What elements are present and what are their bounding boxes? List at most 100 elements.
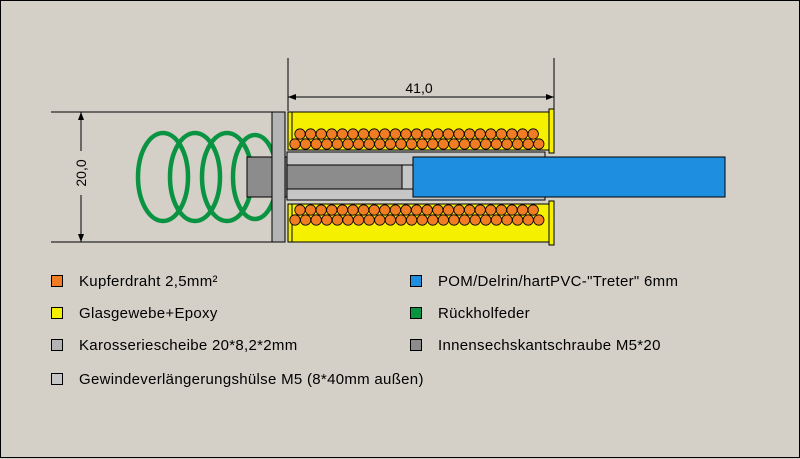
- copper-wire-turn: [321, 214, 333, 226]
- copper-wire-turn: [511, 138, 524, 150]
- copper-wire-turn: [315, 204, 327, 216]
- copper-wire-turn: [304, 128, 317, 140]
- copper-wire-turn: [357, 128, 370, 140]
- copper-wire-turn: [395, 214, 407, 226]
- copper-wire-turn: [432, 128, 444, 140]
- copper-wire-turn: [458, 214, 471, 226]
- copper-wire-turn: [379, 204, 391, 216]
- copper-wire-turn: [448, 138, 460, 150]
- copper-wire-turn: [405, 138, 418, 150]
- copper-wire-turn: [480, 214, 492, 226]
- copper-wire-turn: [331, 214, 343, 226]
- copper-wire-turn: [516, 204, 529, 216]
- copper-wire-turn: [336, 204, 348, 216]
- copper-wire-turn: [432, 204, 444, 216]
- copper-wire-turn: [289, 214, 301, 226]
- copper-wire-turn: [416, 214, 428, 226]
- copper-wire-turn: [347, 128, 359, 140]
- height-dimension-label: 20,0: [73, 159, 89, 186]
- copper-wire-turn: [352, 138, 365, 150]
- copper-wire-turn: [490, 214, 502, 226]
- width-dimension: 41,0: [287, 58, 555, 111]
- copper-wire-turn: [527, 128, 539, 140]
- copper-wire-turn: [453, 204, 465, 216]
- copper-wire-turn: [363, 138, 375, 150]
- copper-wire-turn: [336, 128, 348, 140]
- copper-wire-turn: [299, 214, 312, 226]
- copper-wire-turn: [522, 138, 534, 150]
- copper-wire-turn: [442, 128, 454, 140]
- copper-wire-turn: [495, 128, 507, 140]
- copper-wire-turn: [363, 214, 375, 226]
- height-dimension: 20,0: [51, 111, 273, 243]
- copper-wire-turn: [522, 214, 534, 226]
- copper-wire-turn: [342, 138, 354, 150]
- copper-wire-turn: [511, 214, 524, 226]
- copper-wire-turn: [321, 138, 333, 150]
- copper-wire-turn: [326, 128, 338, 140]
- copper-wire-turn: [501, 138, 513, 150]
- copper-wire-turn: [357, 204, 370, 216]
- copper-wire-turn: [310, 214, 322, 226]
- copper-wire-turn: [501, 214, 513, 226]
- copper-wire-turn: [516, 128, 529, 140]
- copper-wire-turn: [421, 128, 433, 140]
- copper-wire-turn: [490, 138, 502, 150]
- copper-wire-turn: [469, 138, 481, 150]
- copper-wire-turn: [437, 214, 449, 226]
- copper-wire-turn: [437, 138, 449, 150]
- copper-wire-turn: [427, 138, 439, 150]
- copper-wire-turn: [410, 128, 423, 140]
- copper-wire-turn: [368, 128, 380, 140]
- width-dimension-label: 41,0: [405, 80, 432, 96]
- copper-wire-turn: [527, 204, 539, 216]
- copper-wire-turn: [448, 214, 460, 226]
- copper-wire-turn: [315, 128, 327, 140]
- copper-windings: [289, 128, 545, 226]
- copper-wire-turn: [421, 204, 433, 216]
- copper-wire-turn: [463, 128, 476, 140]
- copper-wire-turn: [331, 138, 343, 150]
- copper-wire-turn: [533, 214, 545, 226]
- copper-wire-turn: [469, 214, 481, 226]
- copper-wire-turn: [474, 204, 486, 216]
- copper-wire-turn: [400, 204, 412, 216]
- copper-wire-turn: [326, 204, 338, 216]
- copper-wire-turn: [347, 204, 359, 216]
- copper-wire-turn: [405, 214, 418, 226]
- copper-wire-turn: [506, 204, 518, 216]
- copper-wire-turn: [384, 138, 396, 150]
- copper-wire-turn: [374, 138, 386, 150]
- copper-wire-turn: [294, 128, 306, 140]
- copper-wire-turn: [368, 204, 380, 216]
- copper-wire-turn: [427, 214, 439, 226]
- sleeve-inner-spacer: [401, 164, 414, 190]
- copper-wire-turn: [485, 204, 497, 216]
- copper-wire-turn: [389, 128, 401, 140]
- copper-wire-turn: [310, 138, 322, 150]
- copper-wire-turn: [384, 214, 396, 226]
- body-washer: [271, 111, 286, 243]
- copper-wire-turn: [480, 138, 492, 150]
- copper-wire-turn: [495, 204, 507, 216]
- copper-wire-turn: [289, 138, 301, 150]
- copper-wire-turn: [299, 138, 312, 150]
- copper-wire-turn: [485, 128, 497, 140]
- copper-wire-turn: [294, 204, 306, 216]
- copper-wire-turn: [342, 214, 354, 226]
- copper-wire-turn: [416, 138, 428, 150]
- copper-wire-turn: [304, 204, 317, 216]
- copper-wire-turn: [379, 128, 391, 140]
- copper-wire-turn: [374, 214, 386, 226]
- copper-wire-turn: [395, 138, 407, 150]
- copper-wire-turn: [506, 128, 518, 140]
- copper-wire-turn: [410, 204, 423, 216]
- pom-plunger: [412, 156, 726, 198]
- copper-wire-turn: [400, 128, 412, 140]
- copper-wire-turn: [389, 204, 401, 216]
- copper-wire-turn: [352, 214, 365, 226]
- copper-wire-turn: [474, 128, 486, 140]
- copper-wire-turn: [453, 128, 465, 140]
